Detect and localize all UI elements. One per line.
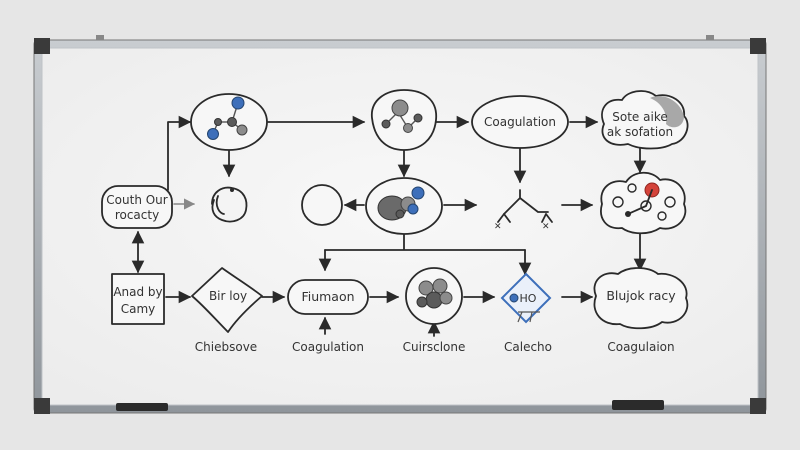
node-cluster-right[interactable]	[600, 171, 687, 235]
node-left-source-line1: Couth Our	[106, 193, 168, 207]
caption-calecho: Calecho	[504, 340, 552, 354]
node-cloud-bottom-right[interactable]: Blujok racy	[593, 267, 689, 330]
caption-coagulaion: Coagulaion	[607, 340, 674, 354]
node-cloud-top-right[interactable]: Sote aike ak sofation	[601, 90, 689, 150]
node-ho-diamond[interactable]: HO	[500, 272, 552, 324]
node-left-source[interactable]: Couth Our rocacty	[101, 185, 173, 229]
node-diamond-label: Bir loy	[209, 289, 247, 303]
node-branch-structure[interactable]: ✕ ✕	[494, 189, 553, 232]
node-coagulation-top[interactable]: Coagulation	[471, 95, 569, 149]
frame-corner-bottom-right	[750, 398, 766, 414]
node-coagulation-top-label: Coagulation	[484, 115, 556, 129]
node-empty-circle[interactable]	[301, 184, 343, 226]
frame-corner-top-left	[34, 38, 50, 54]
bracket-line	[324, 233, 526, 251]
node-left-box-line2: Camy	[121, 302, 156, 316]
hanging-clip-right	[706, 35, 714, 40]
captions: Chiebsove Coagulation Cuirsclone Calecho…	[195, 340, 675, 354]
node-molecule-center-top[interactable]	[371, 89, 437, 151]
marker-left[interactable]	[116, 403, 168, 411]
node-wire-circle[interactable]	[211, 186, 248, 223]
branch-mark-right: ✕	[542, 222, 550, 232]
branch-mark-left: ✕	[494, 222, 502, 232]
node-cloud-top-right-line2: ak sofation	[607, 125, 673, 139]
connectors	[131, 115, 647, 337]
caption-cuirsclone: Cuirsclone	[403, 340, 466, 354]
node-left-source-line2: rocacty	[115, 208, 159, 222]
marker-right[interactable]	[612, 400, 664, 410]
node-cloud-top-right-line1: Sote aike	[612, 110, 667, 124]
node-molecule-center-mid[interactable]	[365, 177, 443, 235]
cloud-shading	[650, 96, 684, 128]
node-fiumaon[interactable]: Fiumaon	[287, 279, 369, 315]
caption-chiebsove: Chiebsove	[195, 340, 257, 354]
frame-corner-top-right	[750, 38, 766, 54]
arrow-source-to-top-cluster	[167, 115, 192, 191]
node-ho-label: HO	[520, 292, 537, 305]
node-diamond[interactable]: Bir loy	[191, 267, 263, 333]
node-cloud-bottom-right-label: Blujok racy	[606, 288, 676, 303]
hanging-clip-left	[96, 35, 104, 40]
node-left-box[interactable]: Anad by Camy	[111, 273, 165, 325]
frame-corner-bottom-left	[34, 398, 50, 414]
node-circle-cluster[interactable]	[405, 267, 463, 325]
caption-coagulation: Coagulation	[292, 340, 364, 354]
node-fiumaon-label: Fiumaon	[301, 289, 354, 304]
node-molecule-cluster-top-left[interactable]	[190, 93, 268, 151]
node-left-box-line1: Anad by	[113, 285, 162, 299]
